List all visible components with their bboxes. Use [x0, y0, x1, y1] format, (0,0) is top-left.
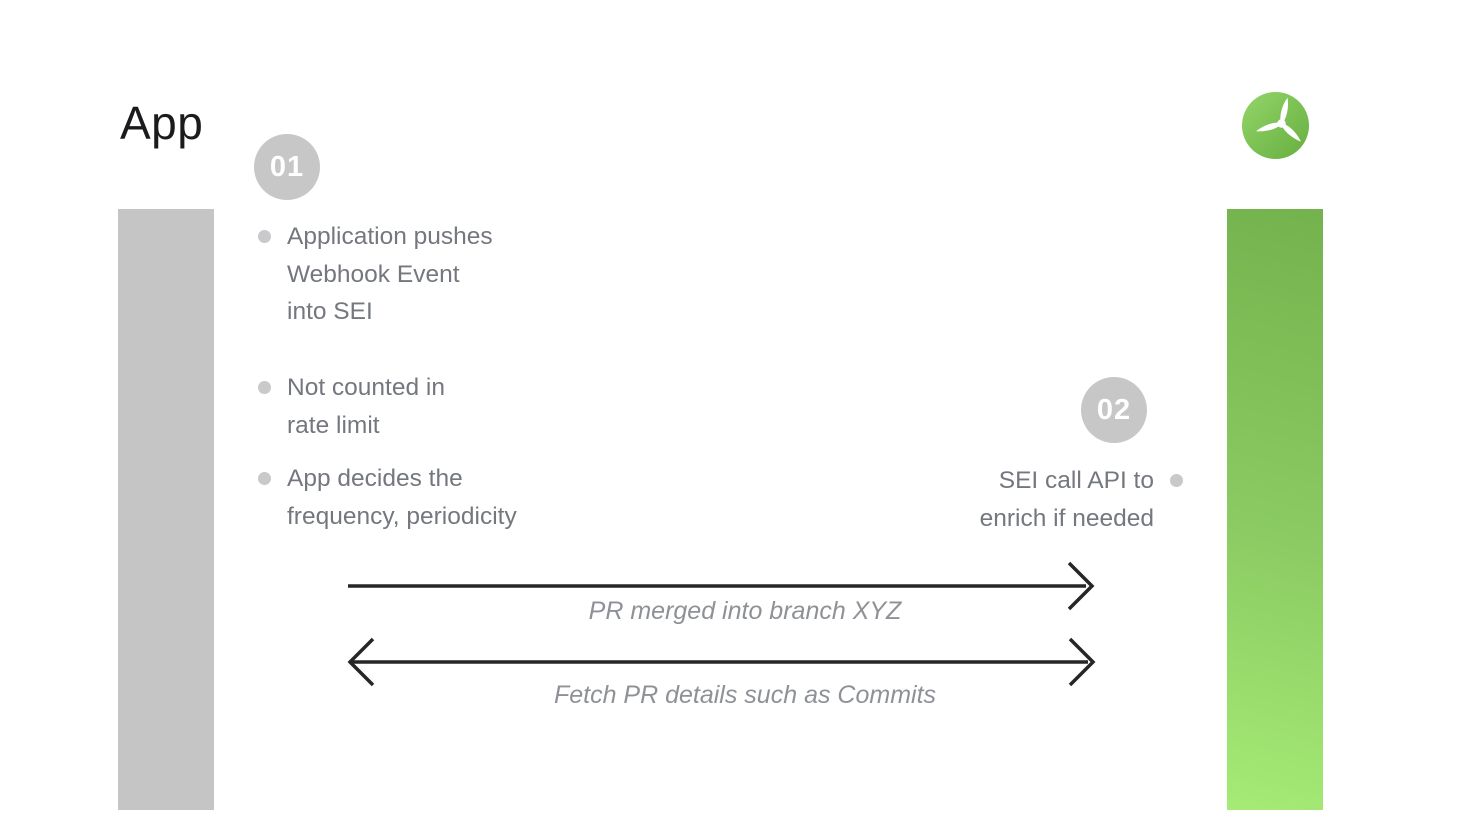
propeller-logo-icon — [1242, 92, 1309, 159]
list-item-line: into SEI — [287, 298, 373, 325]
list-item-text: Application pushes Webhook Event into SE… — [287, 218, 493, 331]
list-item-line: App decides the — [287, 465, 463, 492]
step-badge-1: 01 — [254, 134, 320, 200]
bullet-dot-icon — [258, 230, 271, 243]
list-item-line: Application pushes — [287, 223, 493, 250]
list-item-line: Not counted in — [287, 374, 445, 401]
list-item: Not counted in rate limit — [258, 369, 445, 444]
bullet-dot-icon — [258, 472, 271, 485]
list-item-line: enrich if needed — [979, 504, 1154, 532]
page-title: App — [120, 97, 204, 149]
app-lane-bar — [118, 209, 214, 810]
list-item-line: frequency, periodicity — [287, 502, 517, 530]
list-item-text: Not counted in rate limit — [287, 369, 445, 444]
list-item: SEI call API to enrich if needed — [980, 462, 1183, 537]
bullet-dot-icon — [258, 381, 271, 394]
arrow-label-fetch-details: Fetch PR details such as Commits — [553, 681, 937, 709]
list-item-text: App decides the frequency, periodicity — [287, 460, 517, 535]
list-item-text: SEI call API to enrich if needed — [980, 462, 1154, 537]
step-badge-2: 02 — [1081, 377, 1147, 443]
list-item: App decides the frequency, periodicity — [258, 460, 517, 535]
arrow-fetch-details-icon — [347, 637, 1096, 687]
list-item-line: Webhook Event — [287, 260, 460, 288]
list-item: Application pushes Webhook Event into SE… — [258, 218, 493, 331]
list-item-line: SEI call API to — [998, 467, 1154, 494]
sei-lane-bar — [1227, 209, 1323, 810]
list-item-line: rate limit — [287, 411, 380, 439]
bullet-dot-icon — [1170, 474, 1183, 487]
arrow-label-pr-merged: PR merged into branch XYZ — [588, 597, 902, 625]
